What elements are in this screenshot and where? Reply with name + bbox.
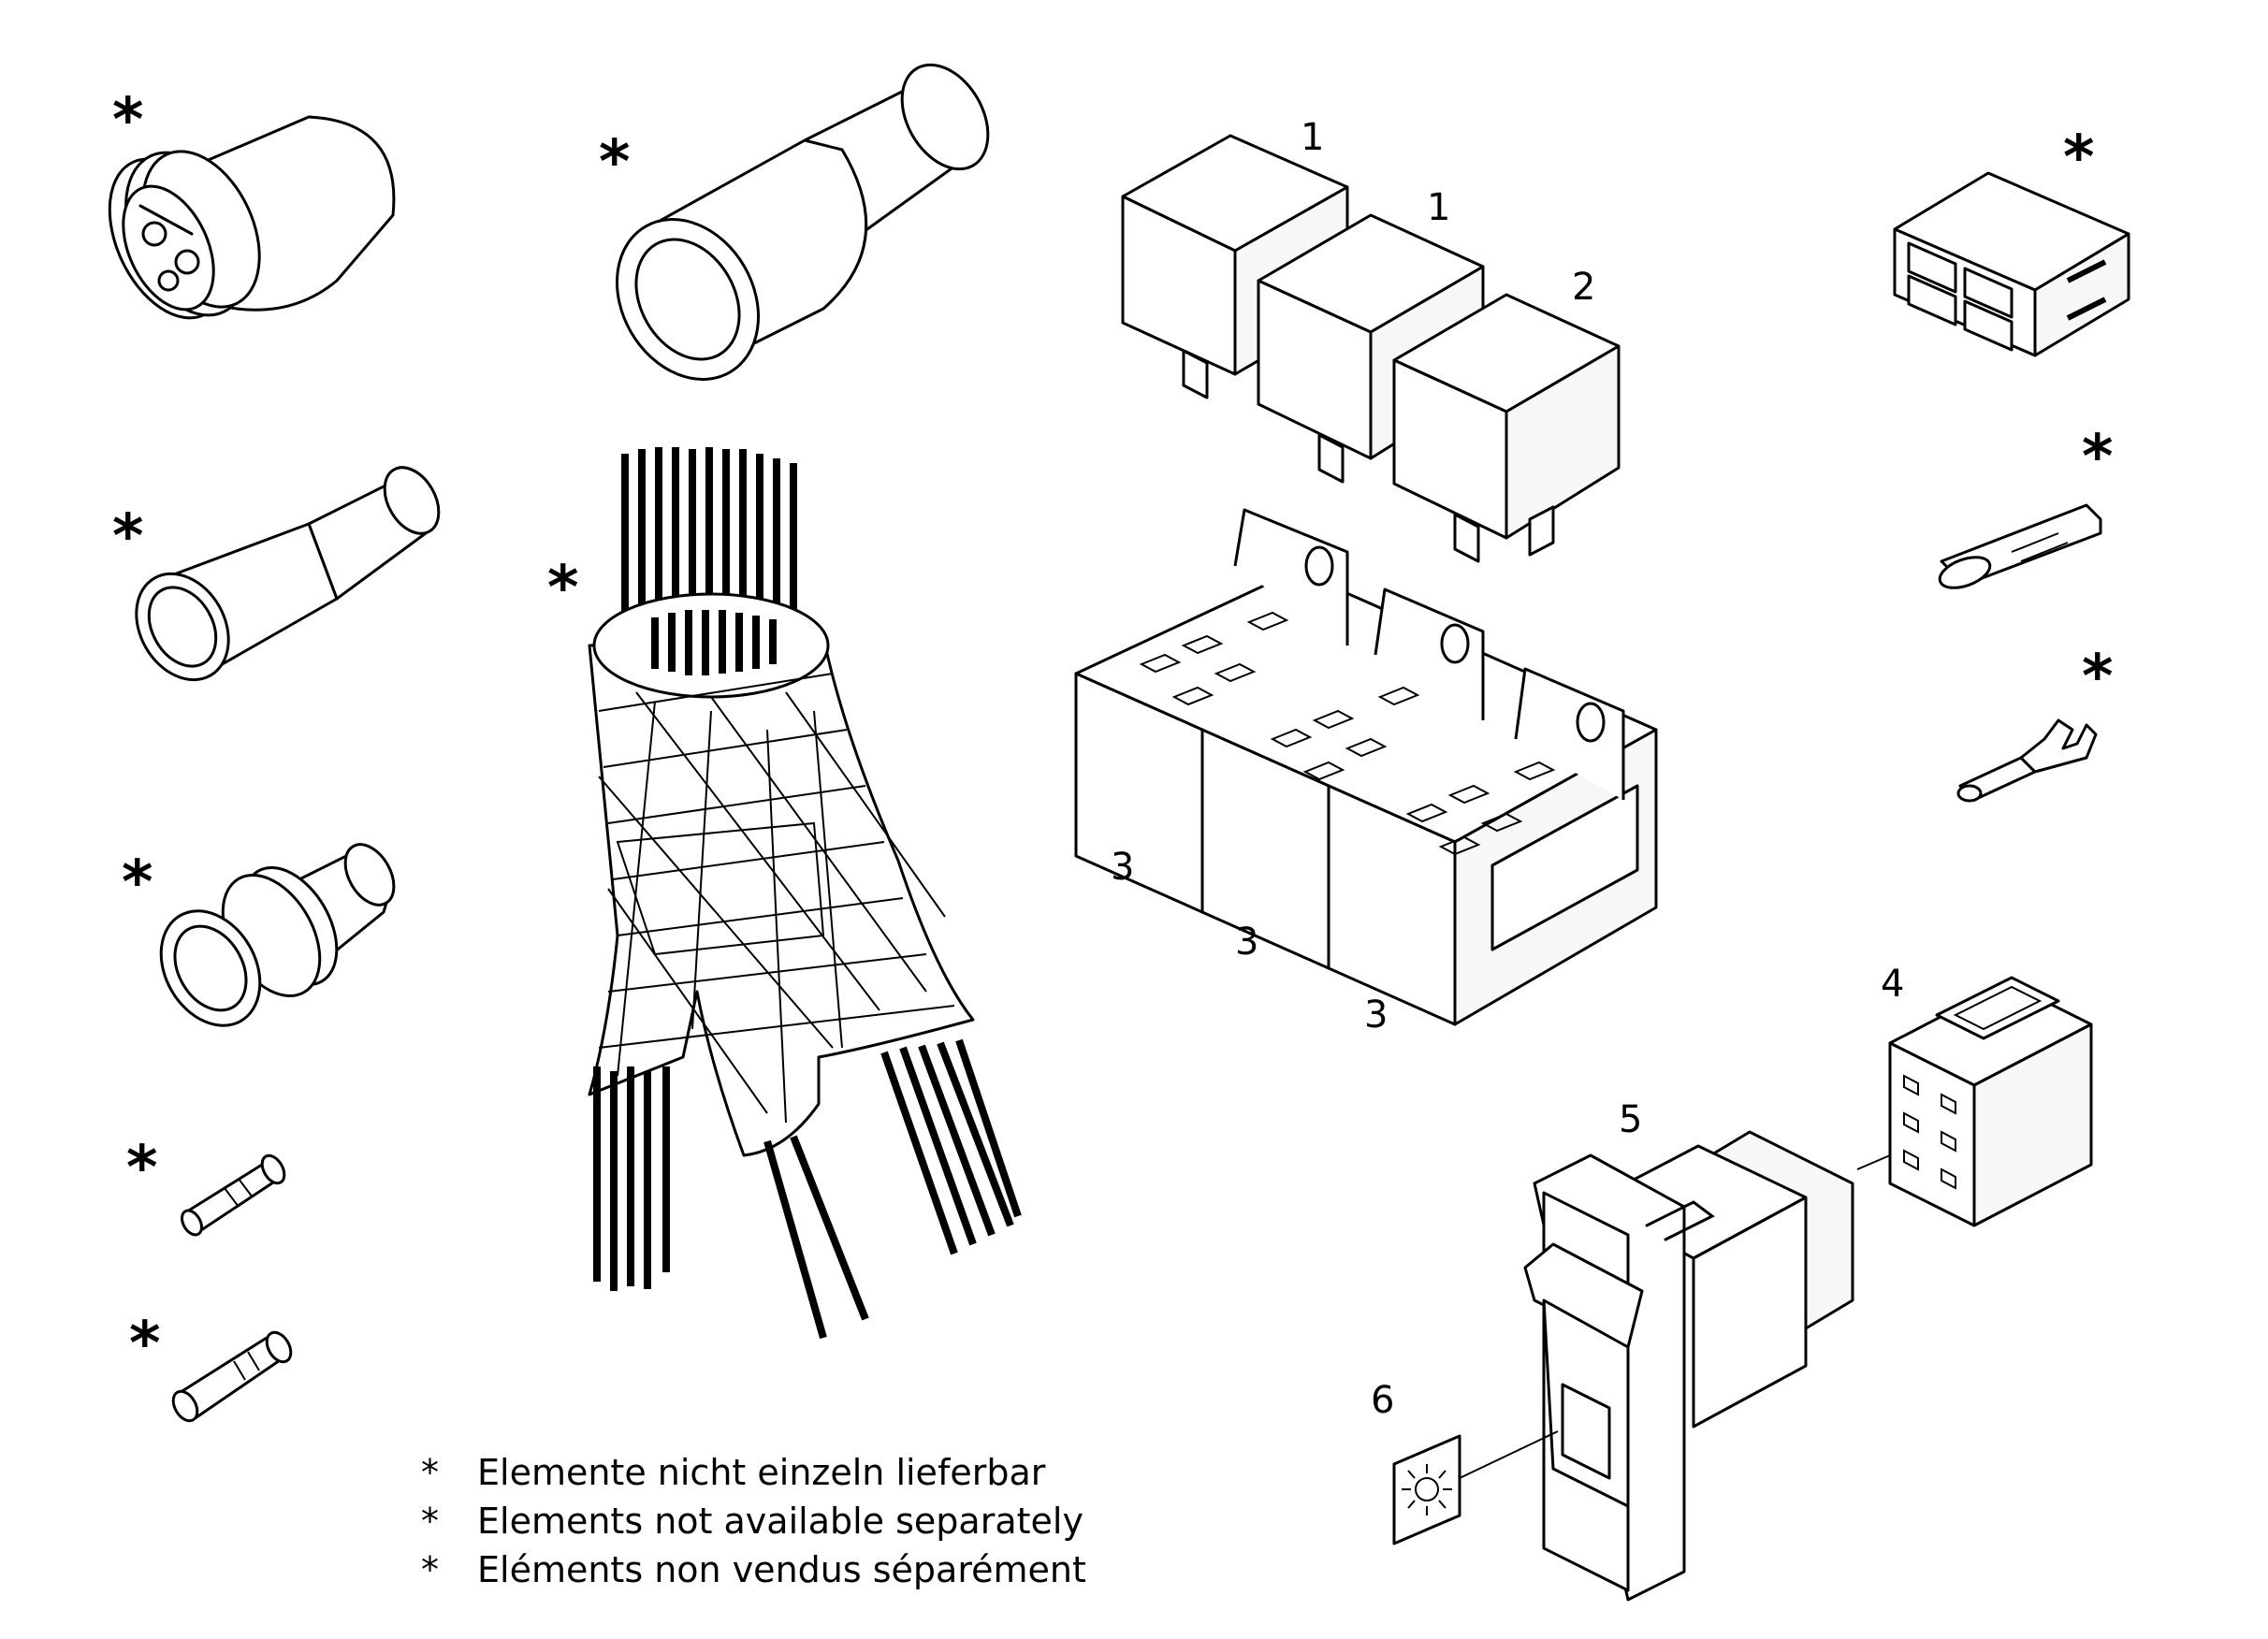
asterisk-marker-7: *	[547, 554, 578, 623]
round-connector-small	[159, 843, 396, 1027]
label-5: 5	[1619, 1098, 1642, 1141]
bullet-connector-small	[135, 466, 441, 682]
leader-line-6	[1459, 1430, 1559, 1479]
asterisk-marker-2: *	[599, 128, 630, 197]
legend-row-en: * Elements not available separately	[421, 1497, 1086, 1545]
leader-line-4	[1856, 1154, 1891, 1170]
asterisk-marker-10: *	[2082, 643, 2113, 712]
flat-terminal	[1956, 718, 2098, 803]
asterisk-marker-8: *	[2063, 123, 2094, 193]
label-6: 6	[1371, 1379, 1394, 1422]
bullet-connector-large	[616, 63, 990, 381]
legend-text-fr: Eléments non vendus séparément	[477, 1549, 1086, 1590]
asterisk-marker-3: *	[112, 502, 143, 572]
legend-marker: *	[421, 1549, 439, 1590]
legend-marker: *	[421, 1501, 439, 1542]
legend-row-fr: * Eléments non vendus séparément	[421, 1545, 1086, 1594]
legend-row-de: * Elemente nicht einzeln lieferbar	[421, 1448, 1086, 1497]
legend: * Elemente nicht einzeln lieferbar * Ele…	[421, 1448, 1086, 1594]
label-1b: 1	[1427, 186, 1450, 229]
asterisk-marker-6: *	[129, 1310, 160, 1379]
four-way-connector	[1893, 171, 2130, 357]
label-3c: 3	[1364, 994, 1388, 1037]
legend-text-en: Elements not available separately	[477, 1501, 1083, 1542]
asterisk-marker-5: *	[126, 1134, 157, 1203]
light-symbol-insert	[1392, 1434, 1461, 1545]
label-3a: 3	[1111, 846, 1134, 889]
pin-contact-male	[181, 1153, 286, 1237]
asterisk-marker-9: *	[2082, 423, 2113, 492]
relay-socket-block	[1074, 508, 1658, 1026]
label-3b: 3	[1235, 921, 1258, 964]
switch-connector-block	[1888, 976, 2093, 1227]
terminal-cover	[1938, 503, 2102, 589]
relay-2	[1392, 293, 1621, 563]
asterisk-marker-1: *	[112, 86, 143, 155]
legend-marker: *	[421, 1452, 439, 1493]
asterisk-marker-4: *	[122, 849, 153, 918]
label-2: 2	[1572, 266, 1595, 309]
round-connector-3pin	[108, 115, 396, 320]
rocker-switch	[1523, 1130, 1854, 1602]
label-4: 4	[1881, 963, 1904, 1006]
label-1a: 1	[1301, 116, 1324, 159]
pin-contact-female	[171, 1330, 293, 1423]
legend-text-de: Elemente nicht einzeln lieferbar	[477, 1452, 1046, 1493]
wire-harness-sleeve	[588, 447, 1022, 1340]
